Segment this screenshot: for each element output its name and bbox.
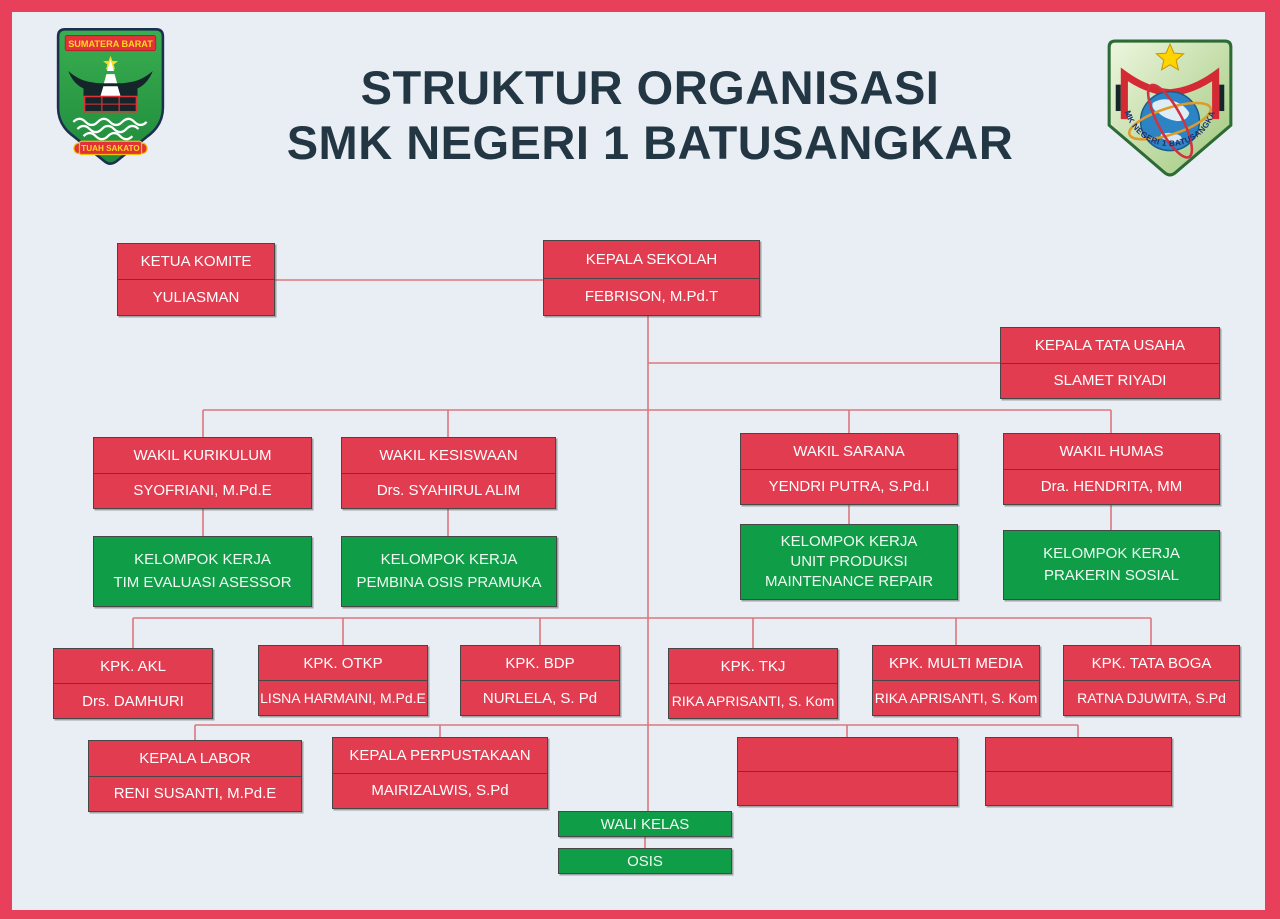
node-title [986,738,1171,771]
node-kpk-multi-media: KPK. MULTI MEDIA RIKA APRISANTI, S. Kom [872,645,1040,716]
pokja-line1: KELOMPOK KERJA [780,532,918,550]
node-wakil-kurikulum: WAKIL KURIKULUM SYOFRIANI, M.Pd.E [93,437,312,509]
node-kepala-tata-usaha: KEPALA TATA USAHA SLAMET RIYADI [1000,327,1220,399]
page-title-line1: STRUKTUR ORGANISASI [360,61,940,114]
node-empty-2 [985,737,1172,806]
node-title: KEPALA PERPUSTAKAAN [349,746,531,764]
node-kepala-labor: KEPALA LABOR RENI SUSANTI, M.Pd.E [88,740,302,812]
node-pokja-pembina-osis-pramuka: KELOMPOK KERJA PEMBINA OSIS PRAMUKA [341,536,557,607]
node-empty-1 [737,737,958,806]
node-ketua-komite: KETUA KOMITE YULIASMAN [117,243,275,316]
node-title: KEPALA LABOR [139,749,251,767]
node-kpk-otkp: KPK. OTKP LISNA HARMAINI, M.Pd.E [258,645,428,716]
node-person: RIKA APRISANTI, S. Kom [873,680,1039,715]
node-pokja-tim-evaluasi-asessor: KELOMPOK KERJA TIM EVALUASI ASESSOR [93,536,312,607]
node-kpk-bdp: KPK. BDP NURLELA, S. Pd [460,645,620,716]
node-kepala-sekolah: KEPALA SEKOLAH FEBRISON, M.Pd.T [543,240,760,316]
node-title: WAKIL HUMAS [1059,442,1164,460]
crest-banner-text: SUMATERA BARAT [68,39,153,49]
node-person: YULIASMAN [118,279,274,315]
node-person: RIKA APRISANTI, S. Kom [669,683,837,718]
pokja-line1: KELOMPOK KERJA [134,551,271,568]
node-person: RATNA DJUWITA, S.Pd [1064,680,1239,715]
node-title: WAKIL KURIKULUM [133,446,272,464]
pokja-line2: PRAKERIN SOSIAL [1043,567,1180,584]
node-wakil-kesiswaan: WAKIL KESISWAAN Drs. SYAHIRUL ALIM [341,437,556,509]
node-person [738,771,957,805]
node-person: Drs. DAMHURI [54,683,212,718]
node-pokja-unit-produksi: KELOMPOK KERJA UNIT PRODUKSI MAINTENANCE… [740,524,958,600]
node-title: KPK. OTKP [303,654,383,672]
node-person: LISNA HARMAINI, M.Pd.E [259,680,427,715]
node-person: FEBRISON, M.Pd.T [544,277,759,316]
page-title-line2: SMK NEGERI 1 BATUSANGKAR [286,116,1014,169]
pokja-line1: KELOMPOK KERJA [1043,544,1180,562]
node-title: KPK. TKJ [720,657,786,675]
node-wali-kelas: WALI KELAS [558,811,732,837]
node-title: KEPALA SEKOLAH [585,250,718,268]
node-person: SLAMET RIYADI [1001,362,1219,399]
node-person: RENI SUSANTI, M.Pd.E [89,775,301,812]
node-label: OSIS [627,852,663,870]
node-person: Drs. SYAHIRUL ALIM [342,472,555,509]
crest-motto-text: TUAH SAKATO [81,144,139,153]
pokja-line3: MAINTENANCE REPAIR [764,573,934,591]
node-title: KPK. BDP [505,654,575,672]
node-kpk-akl: KPK. AKL Drs. DAMHURI [53,648,213,719]
node-title: KETUA KOMITE [140,253,252,270]
pokja-line2: TIM EVALUASI ASESSOR [113,573,292,591]
node-title: KPK. MULTI MEDIA [889,654,1023,672]
pokja-line2: PEMBINA OSIS PRAMUKA [356,573,542,591]
node-kpk-tkj: KPK. TKJ RIKA APRISANTI, S. Kom [668,648,838,719]
node-kpk-tata-boga: KPK. TATA BOGA RATNA DJUWITA, S.Pd [1063,645,1240,716]
page-title: STRUKTUR ORGANISASI SMK NEGERI 1 BATUSAN… [180,60,1120,170]
node-title [738,738,957,771]
pokja-line2: UNIT PRODUKSI [790,552,908,570]
node-pokja-prakerin-sosial: KELOMPOK KERJA PRAKERIN SOSIAL [1003,530,1220,600]
sumatera-barat-crest: SUMATERA BARAT TUAH SAKATO [53,26,168,169]
smk-negeri-1-batusangkar-crest: SMK NEGERI 1 BATUSANGKAR [1099,31,1238,180]
pokja-line1: KELOMPOK KERJA [380,551,518,568]
node-title: KPK. TATA BOGA [1091,654,1212,672]
node-person: SYOFRIANI, M.Pd.E [94,472,311,509]
node-title: KPK. AKL [100,657,166,675]
node-wakil-sarana: WAKIL SARANA YENDRI PUTRA, S.Pd.I [740,433,958,505]
node-title: WAKIL KESISWAAN [379,446,518,464]
node-wakil-humas: WAKIL HUMAS Dra. HENDRITA, MM [1003,433,1220,505]
node-person [986,771,1171,805]
node-kepala-perpustakaan: KEPALA PERPUSTAKAAN MAIRIZALWIS, S.Pd [332,737,548,809]
star-icon [1155,42,1185,71]
node-person: YENDRI PUTRA, S.Pd.I [741,468,957,505]
node-title: WAKIL SARANA [793,442,905,460]
node-person: NURLELA, S. Pd [461,680,619,715]
node-person: MAIRIZALWIS, S.Pd [333,772,547,809]
node-title: KEPALA TATA USAHA [1034,336,1186,354]
node-osis: OSIS [558,848,732,874]
node-label: WALI KELAS [600,815,690,833]
node-person: Dra. HENDRITA, MM [1004,468,1219,505]
